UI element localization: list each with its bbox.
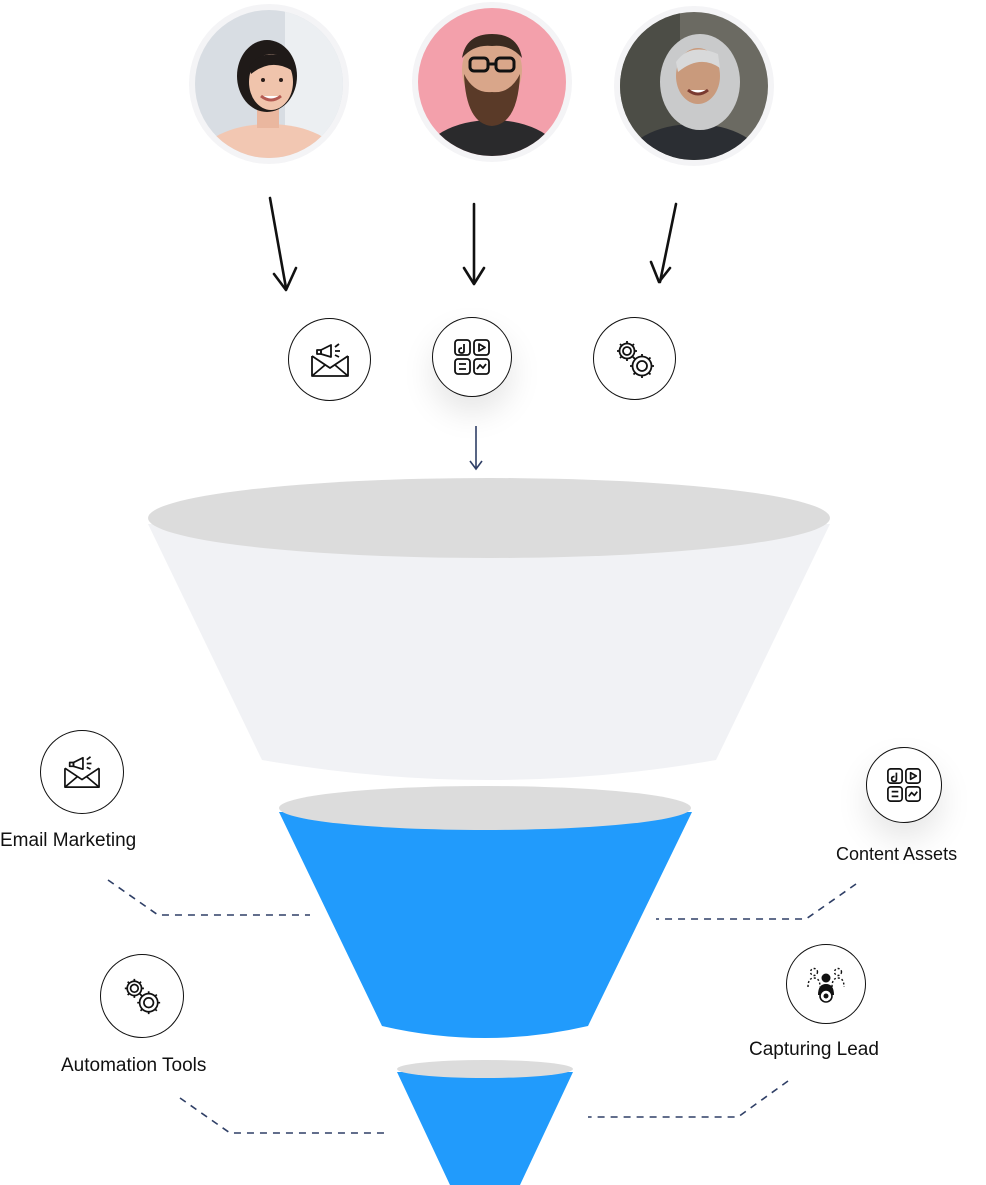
- content-assets-icon: [454, 339, 490, 375]
- hand-drawn-arrows: [268, 196, 678, 292]
- content-assets-badge: [432, 317, 512, 397]
- automation-tools-side-badge: [100, 954, 184, 1038]
- email-marketing-label: Email Marketing: [0, 830, 137, 851]
- automation-tools-icon: [124, 978, 161, 1015]
- content-assets-label: Content Assets: [836, 844, 958, 864]
- email-marketing-icon: [64, 756, 100, 789]
- funnel-stage-bottom: [397, 1072, 573, 1185]
- automation-tools-label: Automation Tools: [61, 1055, 207, 1076]
- connector-automation: [179, 1097, 384, 1134]
- funnel-stage-top: [148, 524, 830, 780]
- avatar-bearded-man: [418, 8, 566, 156]
- bearded-man-portrait: [418, 8, 566, 156]
- automation-tools-icon: [616, 340, 654, 378]
- automation-tools-badge: [593, 317, 676, 400]
- content-assets-side-badge: [866, 747, 942, 823]
- funnel-rim-bottom: [397, 1060, 573, 1078]
- arrow-down-icon: [268, 196, 288, 290]
- email-marketing-icon: [310, 342, 349, 377]
- avatar-young-woman: [195, 10, 343, 158]
- connector-email: [107, 879, 310, 916]
- funnel-stage-middle: [279, 812, 692, 1038]
- capturing-lead-icon: [807, 967, 845, 1003]
- funnel-rim-top: [148, 478, 830, 558]
- connector-content: [656, 883, 857, 920]
- connector-capturing: [588, 1080, 789, 1118]
- content-assets-icon: [887, 768, 921, 802]
- gray-haired-woman-portrait: [620, 12, 768, 160]
- avatar-gray-haired-woman: [620, 12, 768, 160]
- small-arrow-down-icon: [469, 426, 483, 471]
- smiling-woman-portrait: [195, 10, 343, 158]
- funnel-graphic: [107, 478, 857, 1185]
- arrow-down-icon: [658, 202, 678, 284]
- capturing-lead-label: Capturing Lead: [749, 1039, 879, 1060]
- email-marketing-side-badge: [40, 730, 124, 814]
- email-marketing-badge: [288, 318, 371, 401]
- capturing-lead-badge: [786, 944, 866, 1024]
- funnel-rim-middle: [279, 786, 691, 830]
